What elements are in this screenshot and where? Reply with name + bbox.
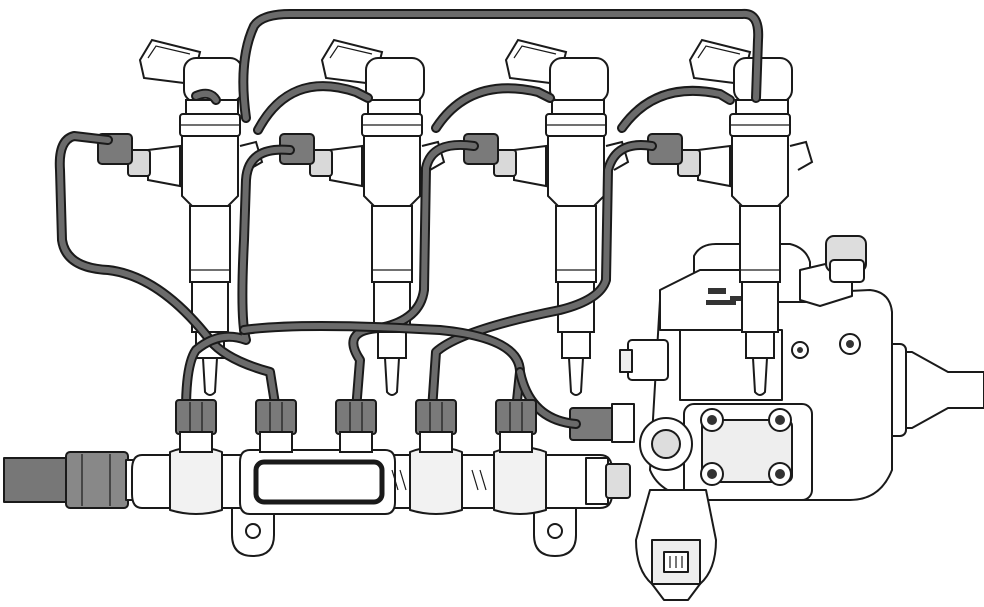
fuel-line: [56, 133, 279, 413]
injector-head: [365, 57, 425, 103]
injector-collar: [551, 99, 605, 115]
fuel-line: [255, 83, 371, 133]
injector-nozzle-nut: [561, 331, 591, 359]
injector-body: [181, 135, 239, 207]
rail-outlet-boss: [499, 431, 533, 453]
rail-outlet-nut: [415, 399, 457, 435]
injector-barrel: [371, 205, 413, 283]
injector-inlet-stub: [697, 144, 731, 188]
injector-connector-edge: [697, 45, 741, 59]
rail-outlet-fitting: [495, 399, 537, 453]
pump-plate-bolts: [700, 408, 792, 486]
fuel-line-group: [54, 8, 764, 429]
injector-collar: [735, 99, 789, 115]
injector-head: [549, 57, 609, 103]
injector: [647, 38, 814, 396]
injector-nozzle-body: [191, 281, 229, 333]
injector-body: [547, 135, 605, 207]
feed-pipe-left: [3, 451, 143, 509]
injector-nozzle-tip: [201, 357, 219, 396]
rail-outlet-boss: [419, 431, 453, 453]
fuel-line: [240, 10, 762, 121]
fuel-line: [193, 90, 219, 103]
rail-outlet-group: [175, 399, 537, 453]
fuel-line: [350, 142, 477, 413]
injector-inlet-stub: [147, 144, 181, 188]
injector: [279, 38, 446, 396]
injector-connector-edge: [513, 45, 557, 59]
injector-body: [731, 135, 789, 207]
injector-nozzle-body: [741, 281, 779, 333]
injector-nozzle-nut: [745, 331, 775, 359]
injector: [463, 38, 630, 396]
common-rail: [131, 446, 631, 557]
rail-outlet-fitting: [415, 399, 457, 453]
injector-nozzle-tip: [567, 357, 585, 396]
injector-nozzle-tip: [383, 357, 401, 396]
injector-head: [733, 57, 793, 103]
injector-collar: [367, 99, 421, 115]
fuel-line: [433, 85, 553, 131]
fuel-line: [517, 369, 579, 427]
rail-outlet-fitting: [255, 399, 297, 453]
injector-barrel: [739, 205, 781, 283]
injector-connector-edge: [329, 45, 373, 59]
injector-inlet-stub: [329, 144, 363, 188]
rail-outlet-fitting: [175, 399, 217, 453]
fuel-line: [619, 87, 733, 131]
injector-leakoff-clip: [789, 140, 814, 171]
injector-connector-edge: [147, 45, 191, 59]
injector-body: [363, 135, 421, 207]
rail-outlet-boss: [259, 431, 293, 453]
injector-nozzle-tip: [751, 357, 769, 396]
rail-outlet-nut: [255, 399, 297, 435]
rail-outlet-boss: [339, 431, 373, 453]
rail-outlet-fitting: [335, 399, 377, 453]
rail-outlet-nut: [335, 399, 377, 435]
injector-inlet-stub: [513, 144, 547, 188]
fuel-line-outline: [238, 8, 764, 123]
fuel-line: [241, 323, 523, 413]
rail-outlet-boss: [179, 431, 213, 453]
rail-outlet-nut: [495, 399, 537, 435]
rail-outlet-nut: [175, 399, 217, 435]
injector-nozzle-nut: [377, 331, 407, 359]
